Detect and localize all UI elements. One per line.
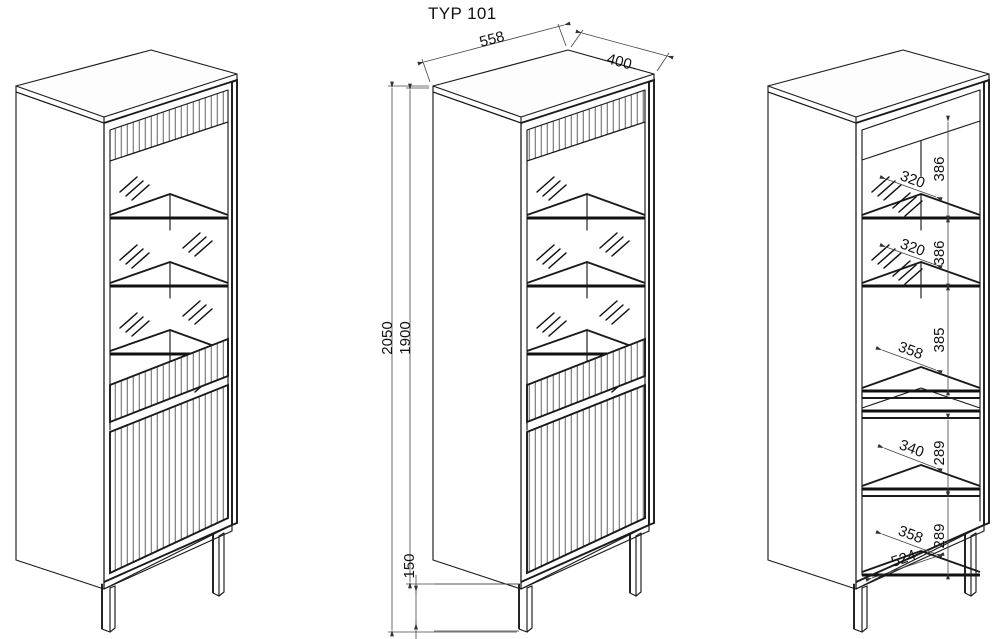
dimension-label-leg-height: 150 [401, 553, 418, 578]
left-view-glass-shelf-1 [109, 176, 229, 257]
dimension-label-depth-1: 320 [898, 168, 927, 192]
glass-hatch-icon [599, 232, 630, 257]
center-view-glass-shelf-1 [526, 176, 646, 257]
dimension-label-gap-2: 386 [931, 240, 948, 265]
glass-hatch-icon [892, 260, 923, 285]
dimension-label-depth-4: 340 [897, 436, 926, 461]
glass-hatch-icon [599, 300, 630, 325]
glass-hatch-icon [871, 244, 902, 269]
dimension-label-depth-2: 320 [898, 236, 927, 260]
dimension-label-depth-5: 358 [896, 522, 925, 547]
dimension-label-gap-5: 289 [931, 523, 948, 548]
right-view-legs [853, 532, 977, 633]
center-view-glass-shelf-2 [526, 244, 646, 325]
left-view-fluted-drawer [109, 337, 229, 424]
right-view-wood-shelf-3 [861, 365, 981, 419]
dimension-depth-400: 400 [570, 29, 674, 73]
glass-hatch-icon [536, 312, 567, 337]
glass-hatch-icon [119, 312, 150, 337]
dimension-body-height-1900: 1900 [397, 83, 519, 589]
glass-hatch-icon [536, 244, 567, 269]
glass-hatch-icon [119, 244, 150, 269]
dimension-label-width: 558 [478, 28, 507, 51]
center-view-legs [518, 532, 642, 633]
dimension-width-558: 558 [417, 21, 571, 83]
center-view-fluted-door [526, 383, 646, 575]
dimension-label-gap-4: 289 [931, 440, 948, 465]
glass-hatch-icon [871, 176, 902, 201]
glass-hatch-icon [182, 232, 213, 257]
dimension-label-depth-3: 358 [896, 338, 925, 363]
left-view-fluted-door [109, 383, 229, 575]
dimension-label-body-height: 1900 [397, 321, 414, 354]
dimension-label-total-height: 2050 [379, 321, 396, 354]
dimension-leg-height-150: 150 [401, 553, 519, 639]
glass-hatch-icon [182, 300, 213, 325]
dimension-label-gap-3: 385 [931, 327, 948, 352]
left-view-glass-shelf-2 [109, 244, 229, 325]
dimension-label-depth: 400 [605, 50, 634, 73]
drawing-title: TYP 101 [428, 4, 497, 23]
dimension-label-gap-1: 386 [931, 156, 948, 181]
glass-hatch-icon [892, 192, 923, 217]
center-view-fluted-drawer [526, 337, 646, 424]
right-view-wood-shelf-4 [861, 463, 981, 497]
left-view-legs [101, 532, 225, 633]
right-view-cabinet: 386 386 385 289 289 320 320 358 340 [767, 49, 990, 633]
right-view-depth-dimensions: 320 320 358 340 358 524 [865, 168, 945, 582]
right-view-vertical-dimensions: 386 386 385 289 289 [931, 115, 950, 580]
dimension-label-inner-width: 524 [889, 547, 918, 571]
dimension-total-height-2050: 2050 [379, 81, 517, 637]
glass-hatch-icon [536, 176, 567, 201]
left-view-cabinet [15, 49, 238, 633]
center-view-cabinet: 558 400 2050 1900 [379, 21, 674, 639]
glass-hatch-icon [119, 176, 150, 201]
